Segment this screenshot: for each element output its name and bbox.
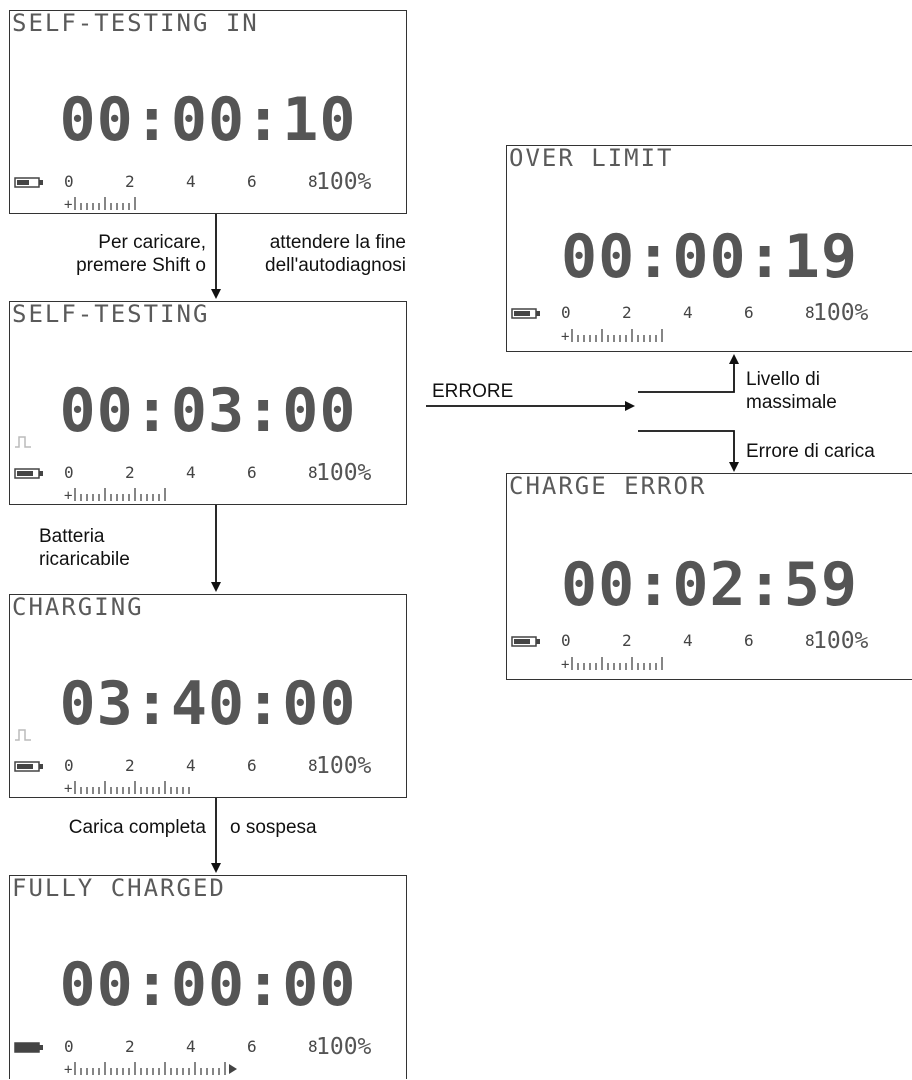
scale-tick-2: 2 xyxy=(125,172,135,191)
caption-line: dell'autodiagnosi xyxy=(265,255,406,276)
lcd-charging: CHARGING 03:40:00 0 2 4 6 8 100% + xyxy=(9,593,407,798)
screen-label: CHARGE ERROR xyxy=(509,472,707,500)
scale-tick-2: 2 xyxy=(125,1037,135,1056)
scale-tick-2: 2 xyxy=(622,631,632,650)
battery-icon xyxy=(14,759,48,778)
screen-label: SELF-TESTING IN xyxy=(12,9,259,37)
scale-tick-2: 2 xyxy=(125,463,135,482)
scale-tick-0: 0 xyxy=(64,463,74,482)
timer-readout: 00:00:10 xyxy=(59,85,357,155)
percent-readout: 100% xyxy=(813,628,869,654)
scale-tick-8: 8 xyxy=(805,631,815,650)
timer-readout: 00:03:00 xyxy=(59,376,357,446)
scale-tick-8: 8 xyxy=(308,756,318,775)
bargraph-plus: + xyxy=(561,657,569,672)
scale-tick-8: 8 xyxy=(308,463,318,482)
bargraph: + xyxy=(64,488,166,503)
scale-tick-8: 8 xyxy=(308,172,318,191)
bargraph: + xyxy=(561,657,663,672)
scale-tick-6: 6 xyxy=(247,756,257,775)
scale-tick-6: 6 xyxy=(744,303,754,322)
timer-readout: 00:02:59 xyxy=(561,550,858,620)
caption-line: premere Shift o xyxy=(76,255,206,276)
scale-tick-4: 4 xyxy=(186,172,196,191)
bargraph: + xyxy=(64,781,190,796)
battery-icon xyxy=(14,175,48,194)
arrow-charge-error xyxy=(638,430,739,472)
caption-line: Batteria xyxy=(39,526,105,547)
scale-tick-0: 0 xyxy=(561,303,571,322)
bargraph-plus: + xyxy=(64,197,72,212)
scale-tick-0: 0 xyxy=(64,756,74,775)
caption-line: Livello di xyxy=(746,369,820,390)
bargraph-plus: + xyxy=(64,781,72,796)
caption-error: ERRORE xyxy=(432,380,513,403)
scale-tick-4: 4 xyxy=(186,756,196,775)
caption-line: ricaricabile xyxy=(39,549,130,570)
bargraph-plus: + xyxy=(64,488,72,503)
caption-step2-left: Batteria ricaricabile xyxy=(39,525,130,571)
scale-tick-4: 4 xyxy=(186,1037,196,1056)
arrow-over-limit xyxy=(638,354,739,393)
caption-line: Errore di carica xyxy=(746,441,875,462)
lcd-over-limit: OVER LIMIT 00:00:19 0 2 4 6 8 100% + xyxy=(506,144,912,352)
lcd-fully-charged: FULLY CHARGED 00:00:00 0 2 4 6 8 100% + xyxy=(9,874,407,1079)
scale-tick-4: 4 xyxy=(683,631,693,650)
caption-step3-left: Carica completa xyxy=(69,816,206,839)
scale-tick-6: 6 xyxy=(744,631,754,650)
percent-readout: 100% xyxy=(813,300,869,326)
caption-line: Per caricare, xyxy=(98,232,206,253)
caption-step1-left: Per caricare, premere Shift o xyxy=(76,231,206,277)
caption-step1-right: attendere la fine dell'autodiagnosi xyxy=(265,231,406,277)
bargraph: + xyxy=(64,1062,237,1077)
scale-tick-6: 6 xyxy=(247,1037,257,1056)
battery-icon xyxy=(14,466,48,485)
pulse-icon xyxy=(14,434,32,455)
timer-readout: 00:00:19 xyxy=(561,222,858,292)
screen-label: CHARGING xyxy=(12,593,144,621)
caption-charge-error: Errore di carica xyxy=(746,440,875,463)
lcd-self-testing: SELF-TESTING 00:03:00 0 2 4 6 8 100% + xyxy=(9,300,407,505)
scale-tick-4: 4 xyxy=(683,303,693,322)
pulse-icon xyxy=(14,727,32,748)
bargraph: + xyxy=(64,197,136,212)
lcd-charge-error: CHARGE ERROR 00:02:59 0 2 4 6 8 100% + xyxy=(506,472,912,680)
caption-step3-right: o sospesa xyxy=(230,816,317,839)
percent-readout: 100% xyxy=(316,169,372,195)
scale-tick-2: 2 xyxy=(125,756,135,775)
screen-label: FULLY CHARGED xyxy=(12,874,226,902)
scale-tick-6: 6 xyxy=(247,463,257,482)
timer-readout: 03:40:00 xyxy=(59,669,357,739)
percent-readout: 100% xyxy=(316,753,372,779)
scale-tick-2: 2 xyxy=(622,303,632,322)
percent-readout: 100% xyxy=(316,1034,372,1060)
screen-label: SELF-TESTING xyxy=(12,300,210,328)
caption-over-limit: Livello di massimale xyxy=(746,368,837,414)
screen-label: OVER LIMIT xyxy=(509,144,674,172)
scale-tick-8: 8 xyxy=(805,303,815,322)
scale-tick-8: 8 xyxy=(308,1037,318,1056)
lcd-self-testing-in: SELF-TESTING IN 00:00:10 0 2 4 6 8 100% … xyxy=(9,9,407,214)
bargraph: + xyxy=(561,329,663,344)
bargraph-plus: + xyxy=(64,1062,72,1077)
scale-tick-6: 6 xyxy=(247,172,257,191)
scale-tick-0: 0 xyxy=(64,1037,74,1056)
bargraph-plus: + xyxy=(561,329,569,344)
battery-icon xyxy=(14,1040,48,1059)
caption-line: ERRORE xyxy=(432,381,514,402)
scale-tick-0: 0 xyxy=(561,631,571,650)
scale-tick-0: 0 xyxy=(64,172,74,191)
caption-line: attendere la fine xyxy=(269,232,406,253)
scale-tick-4: 4 xyxy=(186,463,196,482)
caption-line: Carica completa xyxy=(68,817,206,838)
bargraph-end-arrow xyxy=(229,1064,237,1074)
caption-line: o sospesa xyxy=(230,817,317,838)
battery-icon xyxy=(511,306,545,325)
battery-icon xyxy=(511,634,545,653)
caption-line: massimale xyxy=(746,392,837,413)
timer-readout: 00:00:00 xyxy=(59,950,357,1020)
percent-readout: 100% xyxy=(316,460,372,486)
